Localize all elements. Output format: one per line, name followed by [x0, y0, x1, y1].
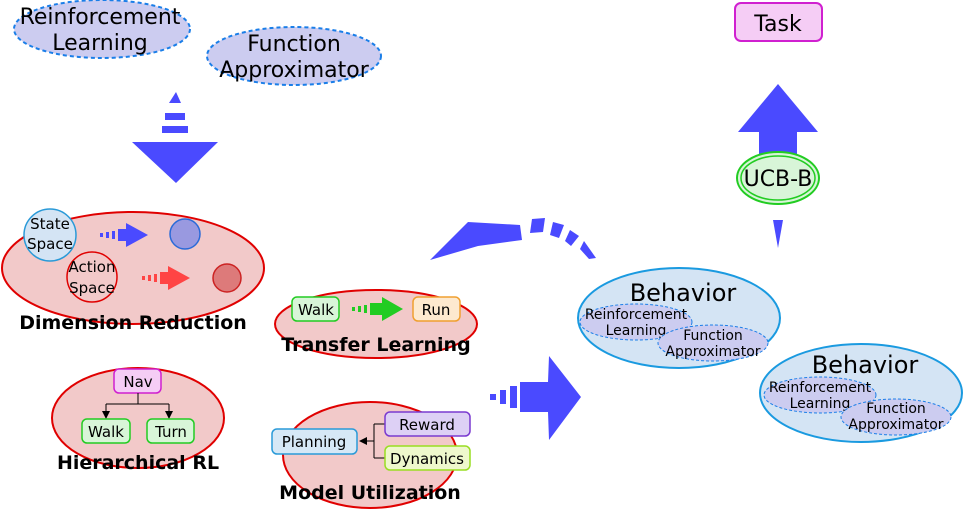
- hrl-walk-label: Walk: [88, 423, 124, 441]
- input-reinforcement-learning: Reinforcement Learning: [13, 0, 191, 59]
- action-space-line1: Action: [69, 258, 116, 276]
- down-arrow-icon: [132, 92, 218, 183]
- reduced-state-node: [169, 218, 201, 250]
- behavior-node-1: Behavior Reinforcement Learning Function…: [577, 267, 781, 369]
- behavior-2-fa-line2: Approximator: [848, 417, 943, 433]
- behavior-2-fa-line1: Function: [866, 401, 926, 417]
- feedback-arrow-icon: [430, 218, 596, 260]
- behavior-2-rl-line2: Learning: [790, 396, 851, 412]
- state-space-line2: Space: [27, 235, 73, 253]
- action-space-line2: Space: [69, 279, 115, 297]
- hrl-turn-box: Turn: [146, 418, 195, 444]
- model-utilization-title: Model Utilization: [279, 482, 461, 504]
- hierarchical-rl-title: Hierarchical RL: [57, 452, 219, 474]
- walk-label: Walk: [298, 301, 334, 319]
- task-label: Task: [753, 12, 802, 37]
- behavior-1-rl-line1: Reinforcement: [585, 307, 688, 323]
- transfer-learning-group: Walk Run Transfer Learning: [274, 289, 478, 359]
- action-space-node: Action Space: [66, 251, 118, 303]
- state-reduce-arrow-icon: [100, 223, 148, 247]
- behavior-1-fa-line1: Function: [683, 328, 743, 344]
- behavior-2-title: Behavior: [812, 351, 919, 379]
- nav-label: Nav: [123, 373, 152, 391]
- hrl-turn-label: Turn: [154, 423, 187, 441]
- ucb-b-node: UCB-B: [736, 151, 820, 205]
- hierarchical-rl-group: Nav Walk Turn Hierarchical RL: [51, 367, 225, 474]
- state-space-line1: State: [30, 215, 70, 233]
- behavior-1-fa-line2: Approximator: [665, 344, 760, 360]
- state-space-node: State Space: [23, 208, 77, 262]
- ucb-b-label: UCB-B: [744, 167, 813, 192]
- hierarchy-connector: [102, 393, 173, 419]
- reward-label: Reward: [399, 416, 455, 434]
- reward-box: Reward: [384, 411, 471, 437]
- transfer-learning-title: Transfer Learning: [281, 334, 470, 356]
- behavior-1-title: Behavior: [630, 279, 737, 307]
- hrl-walk-box: Walk: [81, 418, 131, 444]
- walk-box: Walk: [291, 296, 340, 322]
- task-box: Task: [734, 2, 823, 42]
- action-reduce-arrow-icon: [142, 266, 190, 290]
- right-arrow-icon: [490, 356, 581, 440]
- dynamics-box: Dynamics: [384, 445, 471, 471]
- transfer-arrow-icon: [352, 297, 403, 321]
- model-utilization-group: Planning Reward Dynamics Model Utilizati…: [271, 401, 471, 509]
- input-fa-line1: Function: [247, 32, 341, 57]
- behavior-2-rl-line1: Reinforcement: [769, 380, 872, 396]
- planning-box: Planning: [271, 428, 358, 455]
- input-function-approximator: Function Approximator: [206, 26, 382, 86]
- input-fa-line2: Approximator: [219, 58, 369, 83]
- reduced-action-node: [212, 263, 242, 293]
- nav-box: Nav: [113, 368, 162, 394]
- dimension-reduction-title: Dimension Reduction: [19, 312, 247, 334]
- input-rl-line1: Reinforcement: [20, 5, 181, 30]
- behavior-1-rl-line2: Learning: [606, 323, 667, 339]
- run-box: Run: [412, 296, 461, 322]
- model-connector: [359, 423, 385, 459]
- run-label: Run: [422, 301, 451, 319]
- planning-label: Planning: [282, 433, 347, 451]
- dynamics-label: Dynamics: [390, 450, 464, 468]
- behavior-node-2: Behavior Reinforcement Learning Function…: [759, 343, 963, 443]
- dimension-reduction-group: State Space Action Space Dimension Reduc…: [1, 208, 265, 334]
- input-rl-line2: Learning: [52, 31, 148, 56]
